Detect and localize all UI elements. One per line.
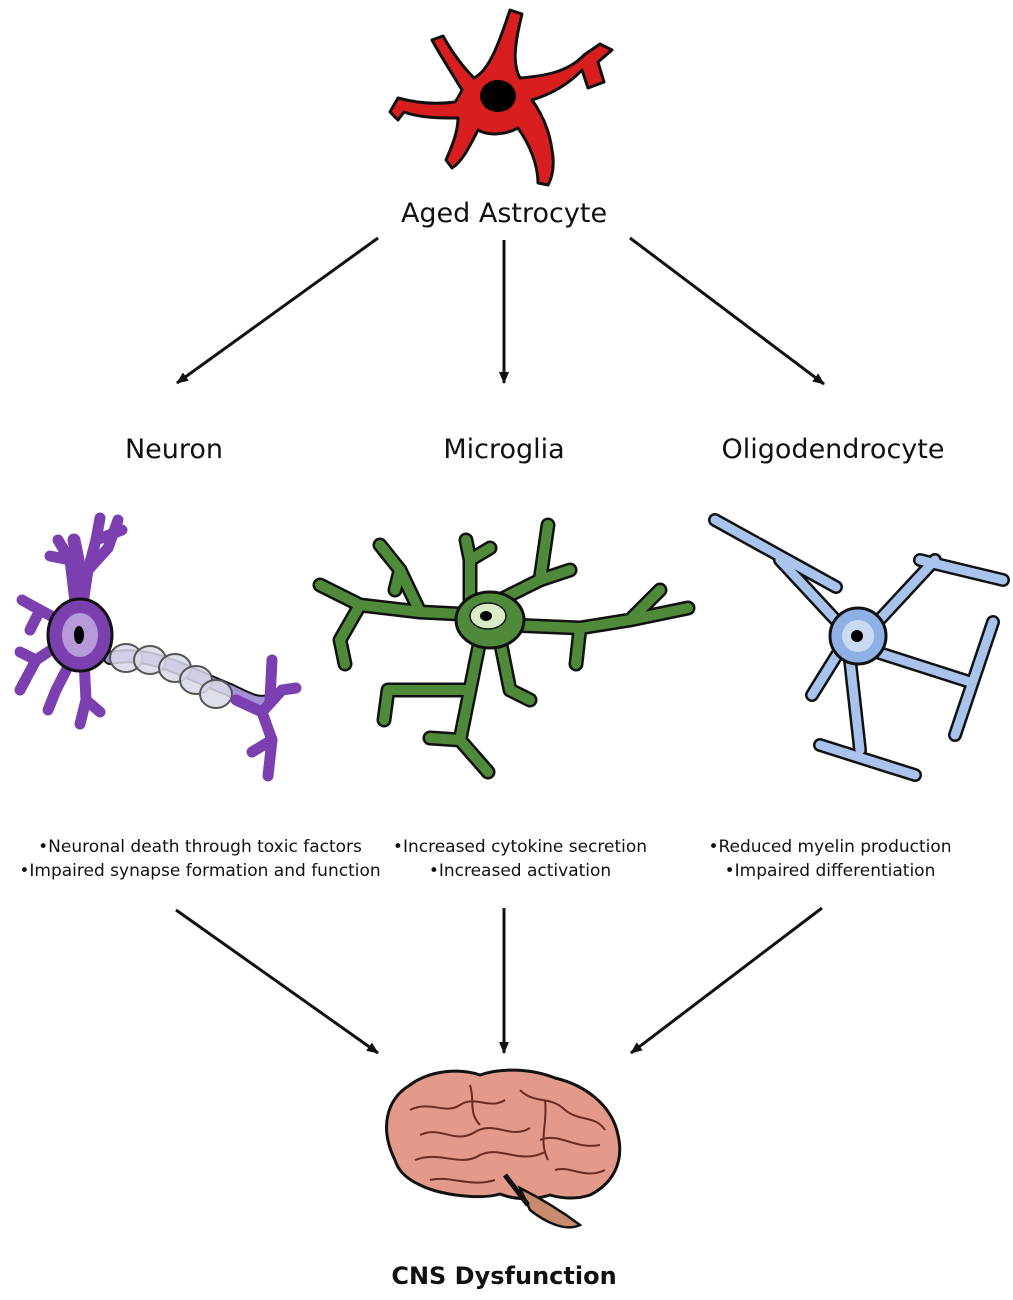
oligodendrocyte-effect-2: •Impaired differentiation	[724, 861, 936, 881]
arrows-from-astrocyte	[176, 236, 825, 386]
outcome-label: CNS Dysfunction	[391, 1262, 617, 1290]
neuron-icon	[14, 512, 302, 782]
oligodendrocyte-label: Oligodendrocyte	[721, 434, 945, 465]
neuron-label: Neuron	[124, 434, 224, 465]
neuron-effects: •Neuronal death through toxic factors •I…	[0, 835, 400, 883]
oligodendrocyte-effect-1: •Reduced myelin production	[708, 837, 952, 857]
neuron-effect-1: •Neuronal death through toxic factors	[38, 837, 362, 857]
microglia-effect-1: •Increased cytokine secretion	[392, 837, 648, 857]
astrocyte-icon	[388, 8, 614, 187]
oligodendrocyte-icon	[708, 513, 1010, 782]
arrow-oligodendrocyte-to-cns	[630, 906, 823, 1055]
microglia-effect-2: •Increased activation	[428, 861, 612, 881]
arrow-to-oligodendrocyte	[629, 236, 825, 386]
microglia-icon	[312, 517, 696, 780]
oligodendrocyte-effects: •Reduced myelin production •Impaired dif…	[680, 835, 980, 883]
microglia-label: Microglia	[443, 434, 565, 465]
arrow-to-neuron	[176, 236, 379, 385]
astrocyte-label: Aged Astrocyte	[400, 198, 608, 229]
arrows-to-outcome	[175, 906, 823, 1055]
neuron-effect-2: •Impaired synapse formation and function	[19, 861, 381, 881]
brain-icon	[385, 1068, 622, 1229]
arrow-neuron-to-cns	[175, 908, 379, 1055]
microglia-effects: •Increased cytokine secretion •Increased…	[370, 835, 670, 883]
